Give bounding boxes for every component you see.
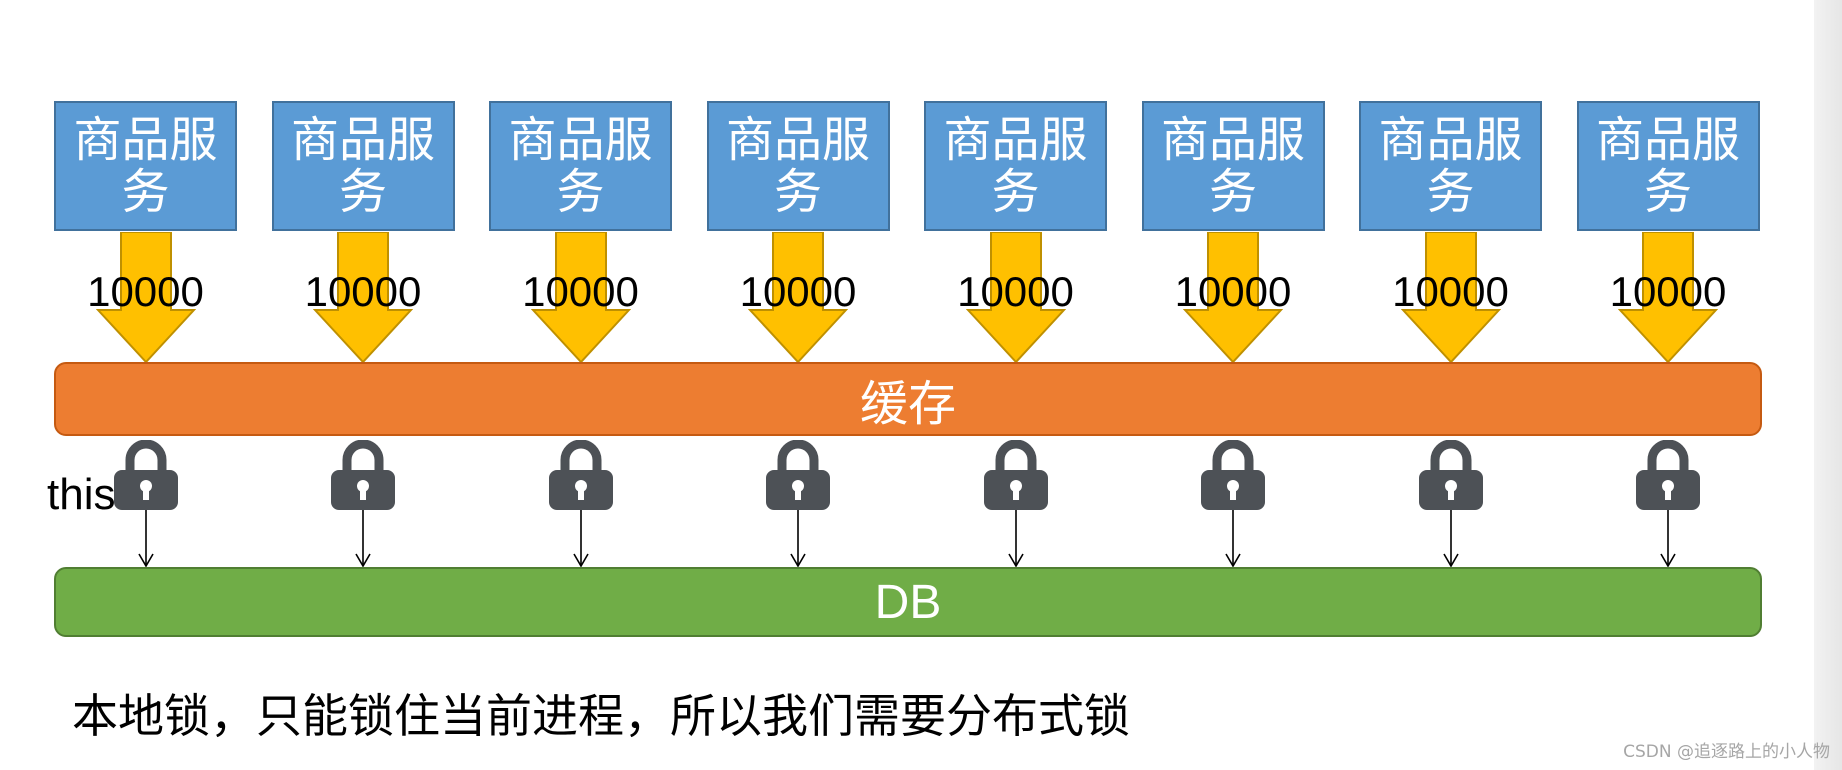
service-box: 商品服务 [271,101,455,231]
connector-arrow [137,510,154,568]
service-label: 商品服务 [290,112,435,220]
service-box: 商品服务 [1359,101,1542,231]
connector-arrow [790,510,806,568]
down-arrow-icon [1400,232,1501,362]
request-count: 10000 [739,268,857,315]
down-arrow-icon [1183,232,1283,362]
down-arrow-icon [1618,232,1718,362]
connector-arrow [1225,510,1241,568]
lock-icon [1636,440,1700,510]
connector-arrow [1442,510,1459,568]
service-box: 商品服务 [54,101,237,231]
lock-icon [113,440,178,510]
service-label: 商品服务 [1595,112,1740,220]
caption-text: 本地锁，只能锁住当前进程，所以我们需要分布式锁 [72,689,1130,743]
lock-icon [766,440,830,510]
connector-arrow [355,510,371,568]
down-arrow-icon [965,232,1066,362]
request-count: 10000 [1609,268,1727,315]
this-label: this [47,470,116,519]
lock-icon [548,440,613,510]
lock-icon [1418,440,1483,510]
cache-bar: 缓存 [54,362,1762,436]
service-box: 商品服务 [706,101,890,231]
db-label: DB [874,575,942,629]
cache-label: 缓存 [859,376,956,432]
watermark: CSDN @追逐路上的小人物 [1623,742,1830,762]
service-label: 商品服务 [508,112,653,220]
down-arrow-icon [313,232,413,362]
service-box: 商品服务 [489,101,672,231]
request-count: 10000 [304,268,422,315]
service-label: 商品服务 [1378,112,1523,220]
lock-icon [1201,440,1265,510]
connector-arrow [572,510,589,568]
connector-arrow [1660,510,1676,568]
service-label: 商品服务 [1160,112,1305,220]
down-arrow-icon [95,232,196,362]
lock-icon [331,440,395,510]
db-bar: DB [54,567,1762,637]
down-arrow-icon [530,232,631,362]
service-label: 商品服务 [943,112,1088,220]
service-box: 商品服务 [924,101,1107,231]
scrollbar-strip [1814,0,1842,770]
service-box: 商品服务 [1576,101,1760,231]
service-label: 商品服务 [73,112,218,220]
request-count: 10000 [957,268,1074,315]
connector-arrow [1007,510,1024,568]
request-count: 10000 [1174,268,1292,315]
lock-icon [983,440,1048,510]
down-arrow-icon [748,232,848,362]
request-count: 10000 [522,268,639,315]
service-label: 商品服务 [725,112,870,220]
service-box: 商品服务 [1141,101,1325,231]
request-count: 10000 [1392,268,1509,315]
request-count: 10000 [87,268,204,315]
